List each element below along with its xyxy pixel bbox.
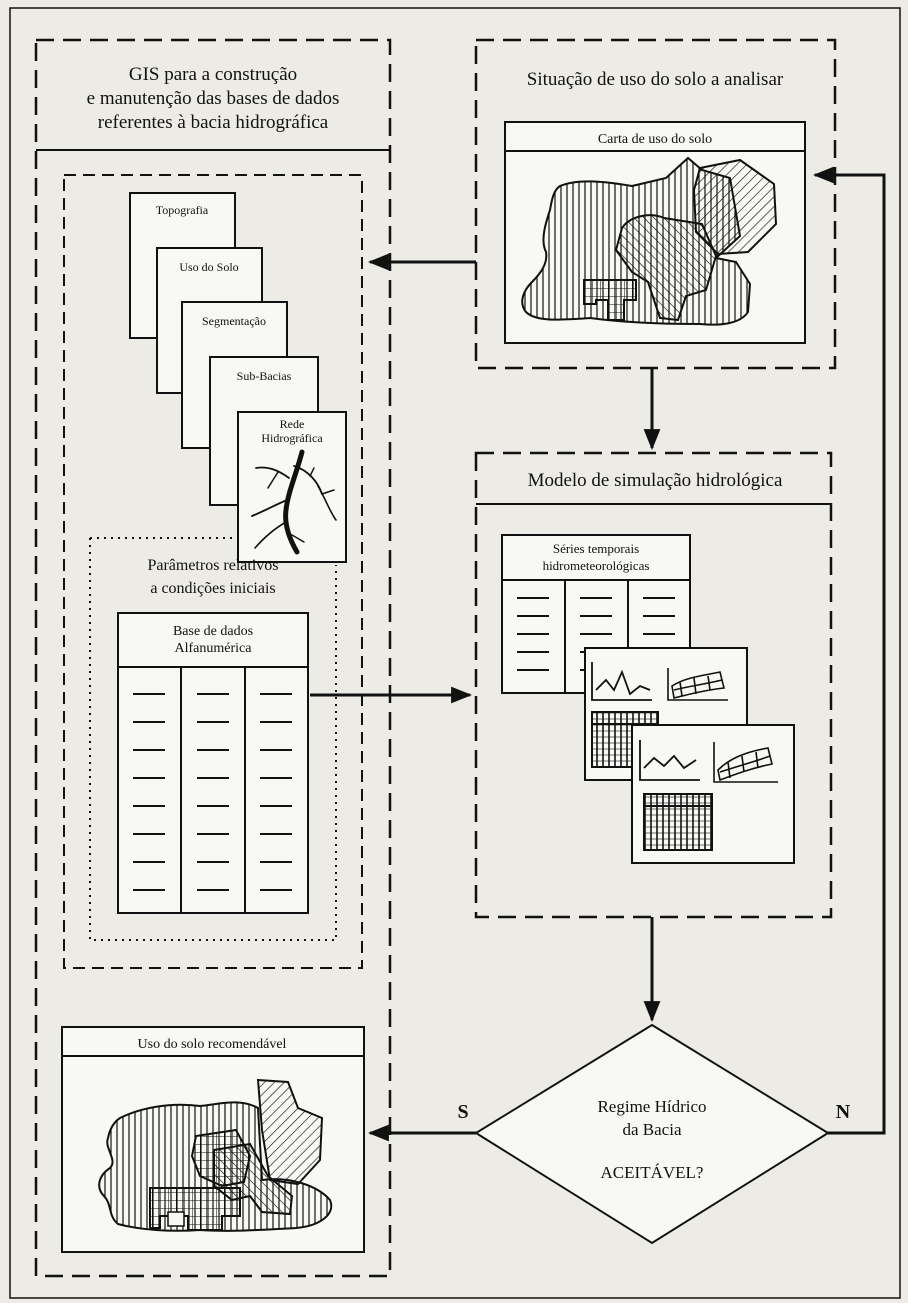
recommended-grid-area bbox=[149, 1187, 241, 1231]
output-sheet-2-line-chart-icon bbox=[639, 740, 700, 781]
layer-rede-label-line2: Hidrográfica bbox=[261, 431, 323, 445]
parametros-label-line1: Parâmetros relativos bbox=[147, 557, 278, 574]
modelo-panel bbox=[474, 451, 833, 919]
gis-title-line2: e manutenção das bases de dados bbox=[87, 88, 340, 109]
current-grid-area bbox=[583, 279, 637, 321]
series-label-line1: Séries temporais bbox=[553, 541, 639, 556]
layer-sub-bacias-label: Sub-Bacias bbox=[237, 369, 292, 383]
decision-line2: da Bacia bbox=[623, 1120, 682, 1139]
database-group bbox=[63, 174, 363, 969]
base-dados-label-line1: Base de dados bbox=[173, 624, 253, 639]
output-sheet-2 bbox=[631, 724, 795, 864]
alfanumerica-table: Base de dados Alfanumérica bbox=[117, 612, 309, 914]
connectors bbox=[310, 166, 886, 1142]
modelo-title: Modelo de simulação hidrológica bbox=[528, 470, 783, 491]
current-diagonal-area bbox=[614, 214, 718, 322]
series-label-line2: hidrometeorológicas bbox=[543, 558, 650, 573]
gis-panel bbox=[34, 38, 392, 1278]
recommended-cross-hatch-area bbox=[256, 1078, 324, 1186]
base-dados-label-line2: Alfanumérica bbox=[175, 641, 253, 656]
decision-yes-label: S bbox=[457, 1101, 468, 1123]
layer-stack: Topografia Uso do Solo Segmentação Sub-B… bbox=[129, 192, 347, 563]
gis-title-line3: referentes à bacia hidrográfica bbox=[98, 112, 329, 133]
decision-diamond bbox=[474, 1023, 830, 1245]
parametros-label-line2: a condições iniciais bbox=[150, 580, 275, 597]
carta-uso-solo-label: Carta de uso do solo bbox=[598, 132, 712, 147]
layer-rede-label-line1: Rede bbox=[280, 417, 305, 431]
output-sheet-2-surface-plot-icon bbox=[713, 742, 778, 783]
current-cross-hatch-area bbox=[692, 158, 778, 256]
gis-title-line1: GIS para a construção bbox=[129, 64, 297, 85]
decision-line1: Regime Hídrico bbox=[597, 1097, 706, 1116]
layer-topografia-label: Topografia bbox=[156, 203, 209, 217]
layer-uso-do-solo-label: Uso do Solo bbox=[179, 260, 238, 274]
outer-frame bbox=[9, 7, 901, 1299]
arrow-decision-no-feedback bbox=[812, 166, 886, 1135]
output-sheet-1-line-chart-icon bbox=[591, 662, 652, 701]
recommended-land-use-map: Uso do solo recomendável bbox=[61, 1026, 365, 1253]
current-land-use-map: Carta de uso do solo bbox=[504, 121, 806, 344]
parametros-dotted-frame bbox=[89, 538, 337, 941]
output-sheet-2-table-icon bbox=[643, 793, 713, 851]
recommended-diagonal-area bbox=[213, 1142, 294, 1216]
river-network-icon bbox=[251, 449, 337, 555]
alfanumerica-rows bbox=[133, 693, 292, 891]
situacao-panel bbox=[474, 38, 837, 370]
decision-line3: ACEITÁVEL? bbox=[601, 1163, 704, 1182]
layer-segmentacao-label: Segmentação bbox=[202, 314, 266, 328]
recommended-map-label: Uso do solo recomendável bbox=[138, 1037, 287, 1052]
situacao-title: Situação de uso do solo a analisar bbox=[527, 69, 784, 90]
alfanumerica-table-frame bbox=[117, 612, 309, 914]
decision-no-label: N bbox=[836, 1101, 851, 1123]
output-sheet-1-surface-plot-icon bbox=[667, 668, 728, 701]
recommended-small-block bbox=[167, 1211, 185, 1227]
